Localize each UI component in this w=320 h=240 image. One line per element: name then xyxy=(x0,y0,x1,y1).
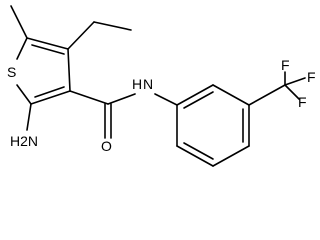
bond-c2-s xyxy=(16,84,32,105)
bond-ethyl-1 xyxy=(67,21,95,50)
fluorine-top-label: F xyxy=(281,57,290,73)
bond-ar-2 xyxy=(212,84,250,106)
molecule-diagram: S H2N H N O F F F xyxy=(7,5,316,167)
bond-c4-c3 xyxy=(67,48,71,92)
bond-n-aryl xyxy=(154,93,178,106)
carbonyl-oxygen-label: O xyxy=(101,138,112,154)
bond-ar-5 xyxy=(176,145,214,167)
bond-carbonyl-n xyxy=(107,93,136,105)
bond-c2-nh2 xyxy=(26,103,32,131)
bond-ar-5-inner xyxy=(183,142,214,160)
fluorine-right-label: F xyxy=(307,69,316,85)
sulfur-label: S xyxy=(7,64,16,80)
bond-methyl xyxy=(10,5,28,39)
structure-drawing: S H2N H N O F F F xyxy=(7,5,316,167)
bond-ethyl-2 xyxy=(93,21,132,31)
amide-hydrogen-label: H xyxy=(132,76,142,92)
bond-c5-c4 xyxy=(26,37,69,50)
bond-ar-1-inner xyxy=(183,91,214,109)
bond-c3-carbonyl xyxy=(69,90,109,105)
bond-ar-1 xyxy=(176,84,214,106)
bond-s-c5 xyxy=(16,37,28,60)
bond-cf3-f-right xyxy=(284,77,306,86)
bond-cf3-f-bottom xyxy=(284,84,300,100)
bond-ar-cf3 xyxy=(248,84,286,106)
bond-c3-c2 xyxy=(30,90,71,105)
bond-c3-c2-inner xyxy=(34,86,65,98)
bond-c5-c4-inner xyxy=(31,44,65,55)
amide-nitrogen-label: N xyxy=(143,76,153,92)
amine-label: H2N xyxy=(10,133,38,149)
bond-ar-4 xyxy=(212,145,250,167)
fluorine-bottom-label: F xyxy=(298,94,307,110)
